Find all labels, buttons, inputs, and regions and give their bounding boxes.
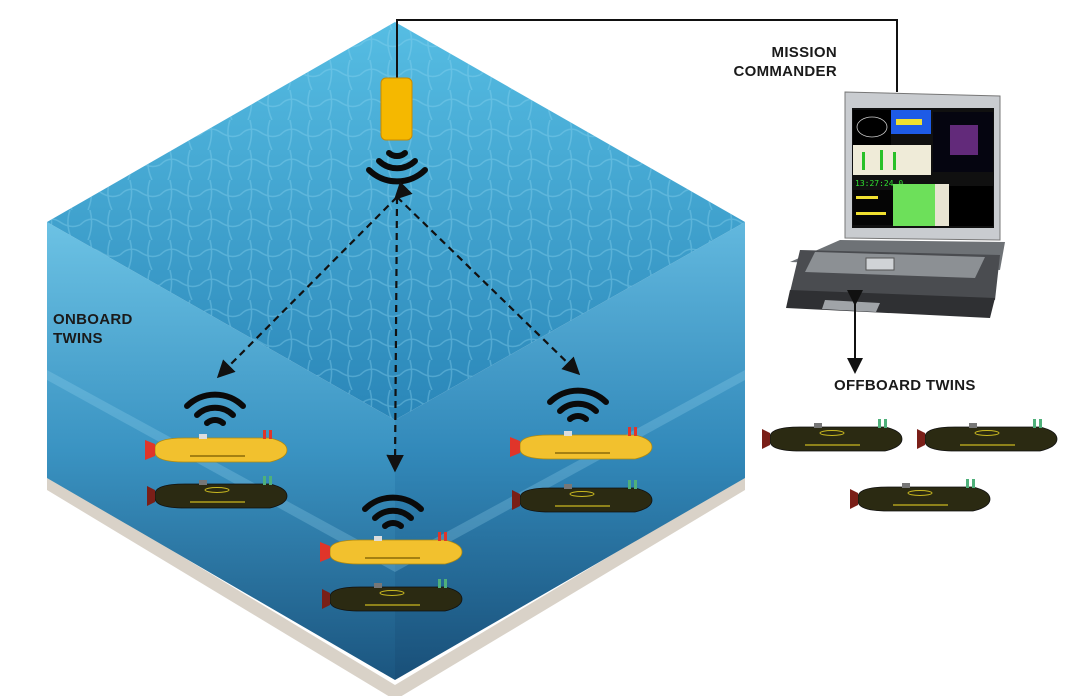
laptop: 13:27:24.0 [786, 91, 1005, 318]
comm-links [216, 181, 581, 473]
auv-offboard-twin [916, 418, 1058, 452]
label-line: TWINS [53, 330, 103, 347]
buoy-modem [380, 77, 413, 141]
laptop-clock: 13:27:24.0 [855, 179, 903, 188]
offboard-twins-label: OFFBOARD TWINS [834, 377, 976, 394]
label-line: MISSION [771, 44, 837, 61]
onboard-twins-label: ONBOARD TWINS [53, 310, 133, 348]
auv-offboard-twin [761, 418, 903, 452]
auv-offboard-twin [849, 478, 991, 512]
tether-cable [396, 19, 898, 92]
label-line: COMMANDER [733, 63, 837, 80]
mission-commander-label: MISSION COMMANDER [700, 43, 837, 81]
label-line: ONBOARD [53, 311, 133, 328]
